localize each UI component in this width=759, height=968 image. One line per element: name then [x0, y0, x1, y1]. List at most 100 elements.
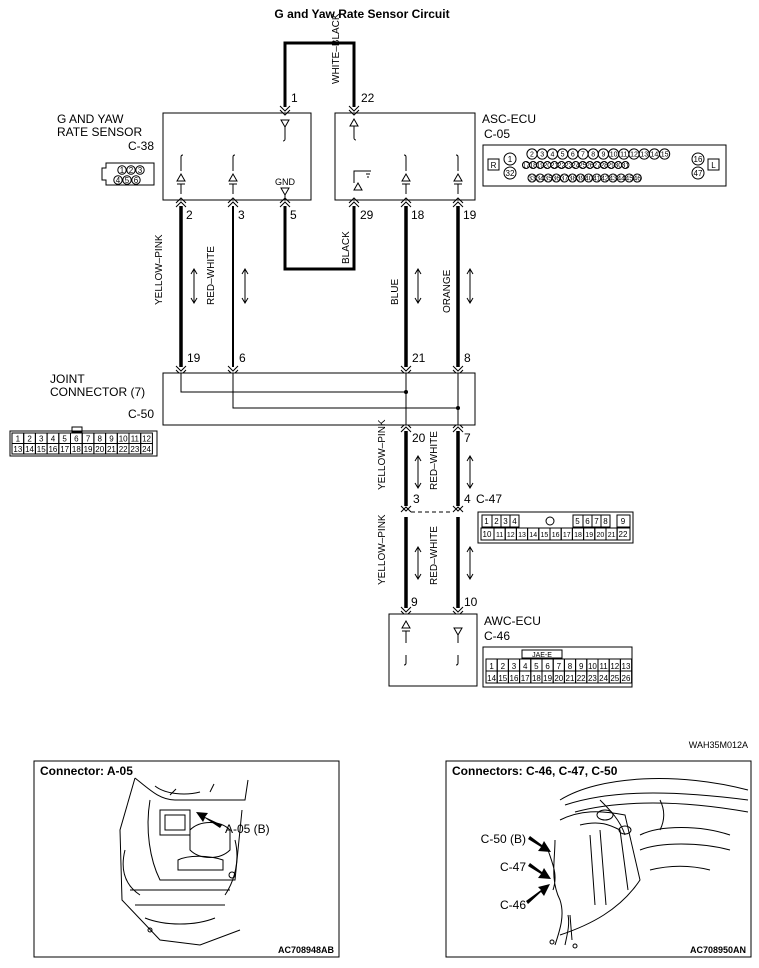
pin-number: 2 — [530, 152, 534, 159]
c47-connector-label: C-47 — [476, 492, 502, 506]
pin-number: 10 — [588, 662, 597, 671]
pin-number: 22 — [558, 163, 566, 170]
engine-bay-illustration — [119, 777, 249, 946]
joint-name-line2: CONNECTOR (7) — [50, 385, 145, 399]
pin-number: 12 — [142, 435, 151, 444]
pin-number: 20 — [597, 532, 605, 539]
pin-number: 17 — [521, 674, 530, 683]
wire-label-black: BLACK — [341, 231, 352, 264]
awc-internal-symbols — [401, 619, 463, 666]
pin-circle — [659, 148, 671, 160]
pin-number: 8 — [98, 435, 103, 444]
pin-number: 10 — [483, 530, 492, 539]
pin-number: 17 — [563, 532, 571, 539]
pin-number: 10 — [610, 152, 618, 159]
panel-right-callout-c46: C-46 — [500, 898, 526, 912]
pin-number: 36 — [552, 176, 560, 183]
callout-arrows — [526, 836, 551, 904]
pin-number: 9 — [109, 435, 114, 444]
dashboard-illustration — [547, 778, 749, 949]
terminal-chevron — [279, 197, 291, 208]
pin-number: 22 — [119, 445, 128, 454]
pin-number: 1 — [484, 517, 489, 526]
pin-number: 10 — [119, 435, 128, 444]
pin-number: 8 — [591, 152, 595, 159]
terminal-chevron — [400, 197, 412, 208]
joint-pin-7: 7 — [464, 431, 471, 445]
sensor-internal-symbols — [176, 119, 290, 200]
pin-number: 42 — [601, 176, 609, 183]
pin-number: 24 — [599, 674, 608, 683]
sensor-connector-label: C-38 — [128, 139, 154, 153]
sensor-pin-1: 1 — [291, 91, 298, 105]
face-pin: 4 — [116, 176, 121, 185]
face-pin: 1 — [508, 155, 513, 164]
pin-number: 13 — [518, 532, 526, 539]
signal-arrows-lower-2 — [414, 546, 474, 580]
pin-number: 17 — [60, 445, 69, 454]
pin-number: 23 — [588, 674, 597, 683]
pin-number: 4 — [51, 435, 56, 444]
pin-number: 19 — [536, 163, 544, 170]
pin-number: 24 — [572, 163, 580, 170]
pin-number: 6 — [545, 662, 550, 671]
pin-number: 15 — [498, 674, 507, 683]
pin-number: 7 — [557, 662, 562, 671]
joint-connector-label: C-50 — [128, 407, 154, 421]
face-r-label: R — [491, 161, 497, 170]
pin-number: 19 — [84, 445, 93, 454]
pin-number: 35 — [544, 176, 552, 183]
pin-number: 16 — [48, 445, 57, 454]
pin-number: 38 — [569, 176, 577, 183]
ecu-connector-label: C-05 — [484, 127, 510, 141]
pin-number: 5 — [561, 152, 565, 159]
signal-arrows-lower — [414, 455, 474, 489]
pin-number: 18 — [72, 445, 81, 454]
c47-inline-connector — [400, 505, 464, 513]
sensor-box — [162, 112, 312, 201]
wire-label-blue: BLUE — [390, 279, 401, 305]
pin-number: 31 — [622, 163, 630, 170]
pin-number: 30 — [614, 163, 622, 170]
pin-number: 2 — [494, 517, 499, 526]
pin-number: 13 — [622, 662, 631, 671]
joint-pin-19: 19 — [187, 351, 201, 365]
pin-number: 5 — [534, 662, 539, 671]
pin-number: 45 — [625, 176, 633, 183]
pin-cell — [600, 514, 611, 528]
pin-number: 34 — [536, 176, 544, 183]
pin-number: 27 — [593, 163, 601, 170]
panel-right-code: AC708950AN — [690, 945, 746, 955]
pin-number: 2 — [27, 435, 32, 444]
pin-number: 21 — [608, 532, 616, 539]
pin-number: 9 — [621, 517, 626, 526]
pin-number: 13 — [13, 445, 22, 454]
pin-number: 5 — [62, 435, 67, 444]
pin-number: 15 — [37, 445, 46, 454]
pin-number: 3 — [540, 152, 544, 159]
sensor-pin-2: 2 — [186, 208, 193, 222]
pin-number: 3 — [512, 662, 517, 671]
ecu-internal-symbols — [349, 117, 463, 194]
pin-number: 19 — [585, 532, 593, 539]
joint-pin-20: 20 — [412, 431, 426, 445]
pin-number: 18 — [574, 532, 582, 539]
pin-number: 3 — [39, 435, 44, 444]
pin-number: 44 — [617, 176, 625, 183]
awc-pin-10: 10 — [464, 595, 478, 609]
joint-connector-box — [162, 372, 476, 426]
ecu-pin-29: 29 — [360, 208, 374, 222]
face-pin: 5 — [125, 176, 130, 185]
face-label-box — [521, 649, 563, 659]
pin-number: 17 — [522, 163, 530, 170]
pin-number: 18 — [532, 674, 541, 683]
face-frame — [477, 511, 634, 544]
pin-number: 40 — [585, 176, 593, 183]
awc-box — [388, 613, 478, 687]
pin-number: 23 — [565, 163, 573, 170]
sensor-name-line2: RATE SENSOR — [57, 125, 142, 139]
pin-number: 21 — [566, 674, 575, 683]
